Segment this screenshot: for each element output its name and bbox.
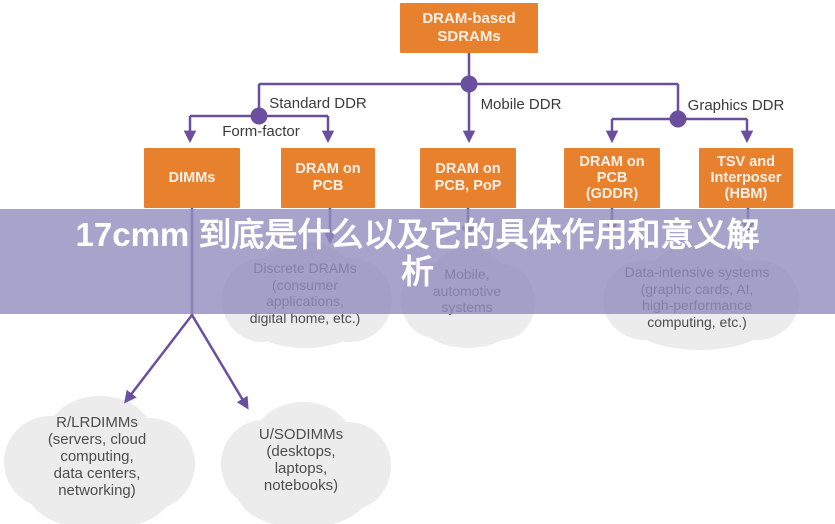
- branch-label-form-factor: Form-factor: [222, 123, 300, 140]
- box-dimms: DIMMs: [144, 148, 240, 208]
- cloud-shape-rlrdimms: [4, 396, 195, 524]
- junction-dots: [250, 75, 687, 128]
- branch-label-mobile-ddr: Mobile DDR: [480, 96, 562, 113]
- box-dram-on-pcb-pop: DRAM on PCB, PoP: [420, 148, 516, 208]
- branch-label-graphics-ddr: Graphics DDR: [687, 97, 785, 114]
- box-dram-on-pcb-gddr: DRAM on PCB (GDDR): [564, 148, 660, 208]
- branch-label-standard-ddr: Standard DDR: [269, 95, 367, 112]
- box-tsv-interposer-hbm: TSV and Interposer (HBM): [699, 148, 793, 208]
- banner-title-line1: 17cmm 到底是什么以及它的具体作用和意义解: [75, 216, 760, 253]
- banner-overlay: 17cmm 到底是什么以及它的具体作用和意义解 析: [0, 209, 835, 314]
- root-box-dram-based-sdrams: DRAM-based SDRAMs: [400, 3, 538, 53]
- banner-title-line2: 析: [401, 253, 434, 290]
- cloud-shape-usodimms: [221, 402, 391, 524]
- cloud-text-rlrdimms: R/LRDIMMs (servers, cloud computing, dat…: [47, 414, 147, 499]
- box-dram-on-pcb: DRAM on PCB: [281, 148, 375, 208]
- cloud-text-usodimms: U/SODIMMs (desktops, laptops, notebooks): [258, 426, 344, 494]
